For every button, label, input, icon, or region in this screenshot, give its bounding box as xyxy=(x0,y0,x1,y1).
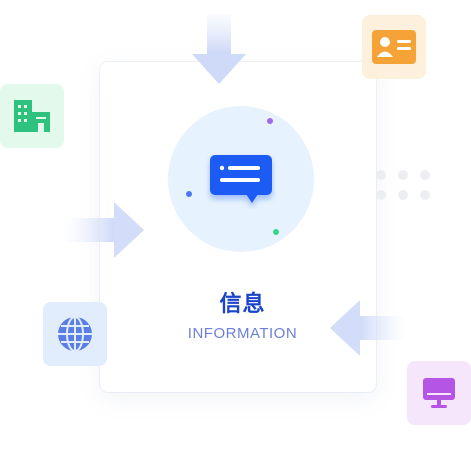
monitor-icon xyxy=(423,378,455,408)
page-subtitle: INFORMATION xyxy=(187,325,298,342)
decor-dot-blue xyxy=(186,191,192,197)
decor-dot-grid xyxy=(376,170,436,204)
page-title: 信息 xyxy=(219,291,266,316)
message-icon xyxy=(210,155,272,203)
arrow-left-icon xyxy=(330,300,406,356)
building-icon xyxy=(14,100,50,132)
arrow-right-icon xyxy=(64,202,144,258)
id-card-tile xyxy=(362,15,426,79)
decor-dot-purple xyxy=(267,118,273,124)
globe-tile xyxy=(43,302,107,366)
building-tile xyxy=(0,84,64,148)
globe-icon xyxy=(58,316,92,352)
id-card-icon xyxy=(372,30,416,64)
decor-dot-green xyxy=(273,229,279,235)
arrow-down-icon xyxy=(192,14,246,84)
monitor-tile xyxy=(407,361,471,425)
